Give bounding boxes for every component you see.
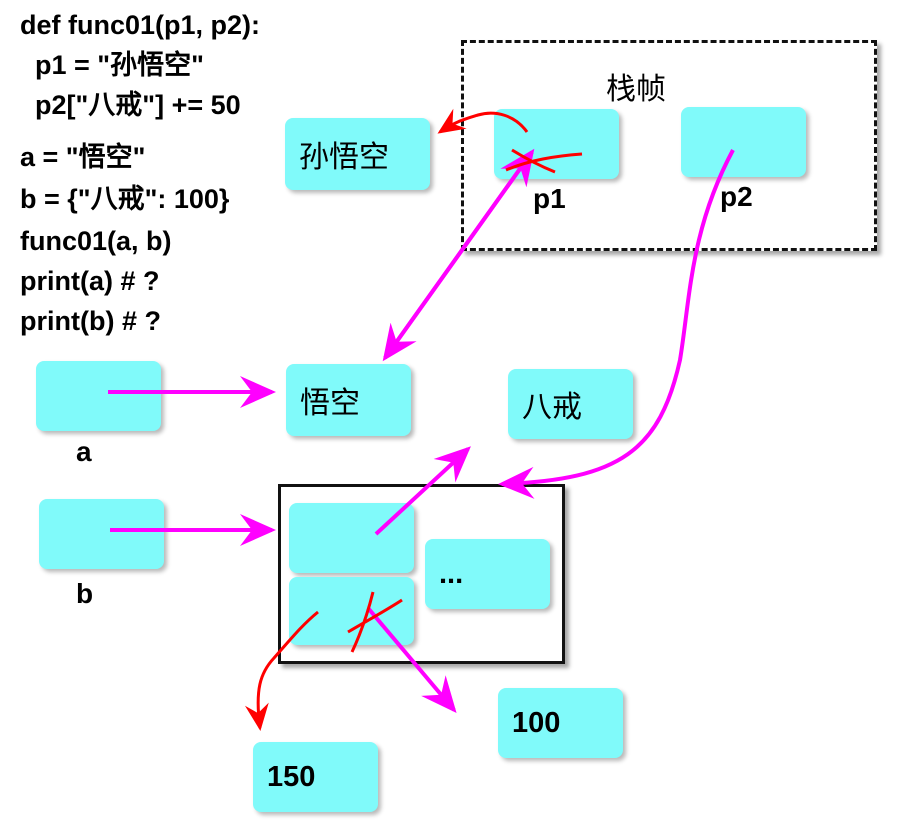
function-code: def func01(p1, p2): p1 = "孙悟空" p2["八戒"] … <box>20 8 260 132</box>
code-line: print(b) # ? <box>20 306 161 336</box>
b-label: b <box>76 578 94 609</box>
stack-frame-title: 栈帧 <box>606 72 666 107</box>
stack-frame <box>461 40 877 251</box>
main-code: a = "悟空" b = {"八戒": 100} func01(a, b) pr… <box>20 140 229 336</box>
arrow-p1-to-sunwukong <box>437 108 529 134</box>
a-cell <box>36 361 161 431</box>
arrow-value-to-150 <box>244 610 319 731</box>
dict-object <box>278 484 565 664</box>
p1-label: p1 <box>533 183 566 214</box>
value-150: 150 <box>253 742 378 812</box>
cross-p1 <box>505 148 583 174</box>
arrow-p1-back <box>383 148 535 360</box>
arrow-value-to-100 <box>366 606 457 714</box>
value-sunwukong: 孙悟空 <box>285 118 430 190</box>
p2-label: p2 <box>720 181 753 212</box>
code-line: p2["八戒"] += 50 <box>20 90 241 120</box>
value-100: 100 <box>498 688 623 758</box>
value-wukong: 悟空 <box>286 364 411 436</box>
dict-key-cell <box>289 503 414 573</box>
cross-dict-value <box>347 591 403 653</box>
code-line: def func01(p1, p2): <box>20 10 261 40</box>
p2-cell <box>681 107 806 177</box>
code-line: a = "悟空" <box>20 142 146 172</box>
code-line: print(a) # ? <box>20 266 160 296</box>
code-line: func01(a, b) <box>20 226 172 256</box>
b-cell <box>39 499 164 569</box>
a-label: a <box>76 436 92 467</box>
value-bajie: 八戒 <box>508 369 633 439</box>
dict-ellipsis: ... <box>425 539 550 609</box>
code-line: b = {"八戒": 100} <box>20 184 230 214</box>
dict-value-cell <box>289 577 414 645</box>
arrow-p2-to-dict <box>498 149 735 499</box>
arrow-key-to-bajie <box>374 446 471 536</box>
code-line: p1 = "孙悟空" <box>20 50 204 80</box>
